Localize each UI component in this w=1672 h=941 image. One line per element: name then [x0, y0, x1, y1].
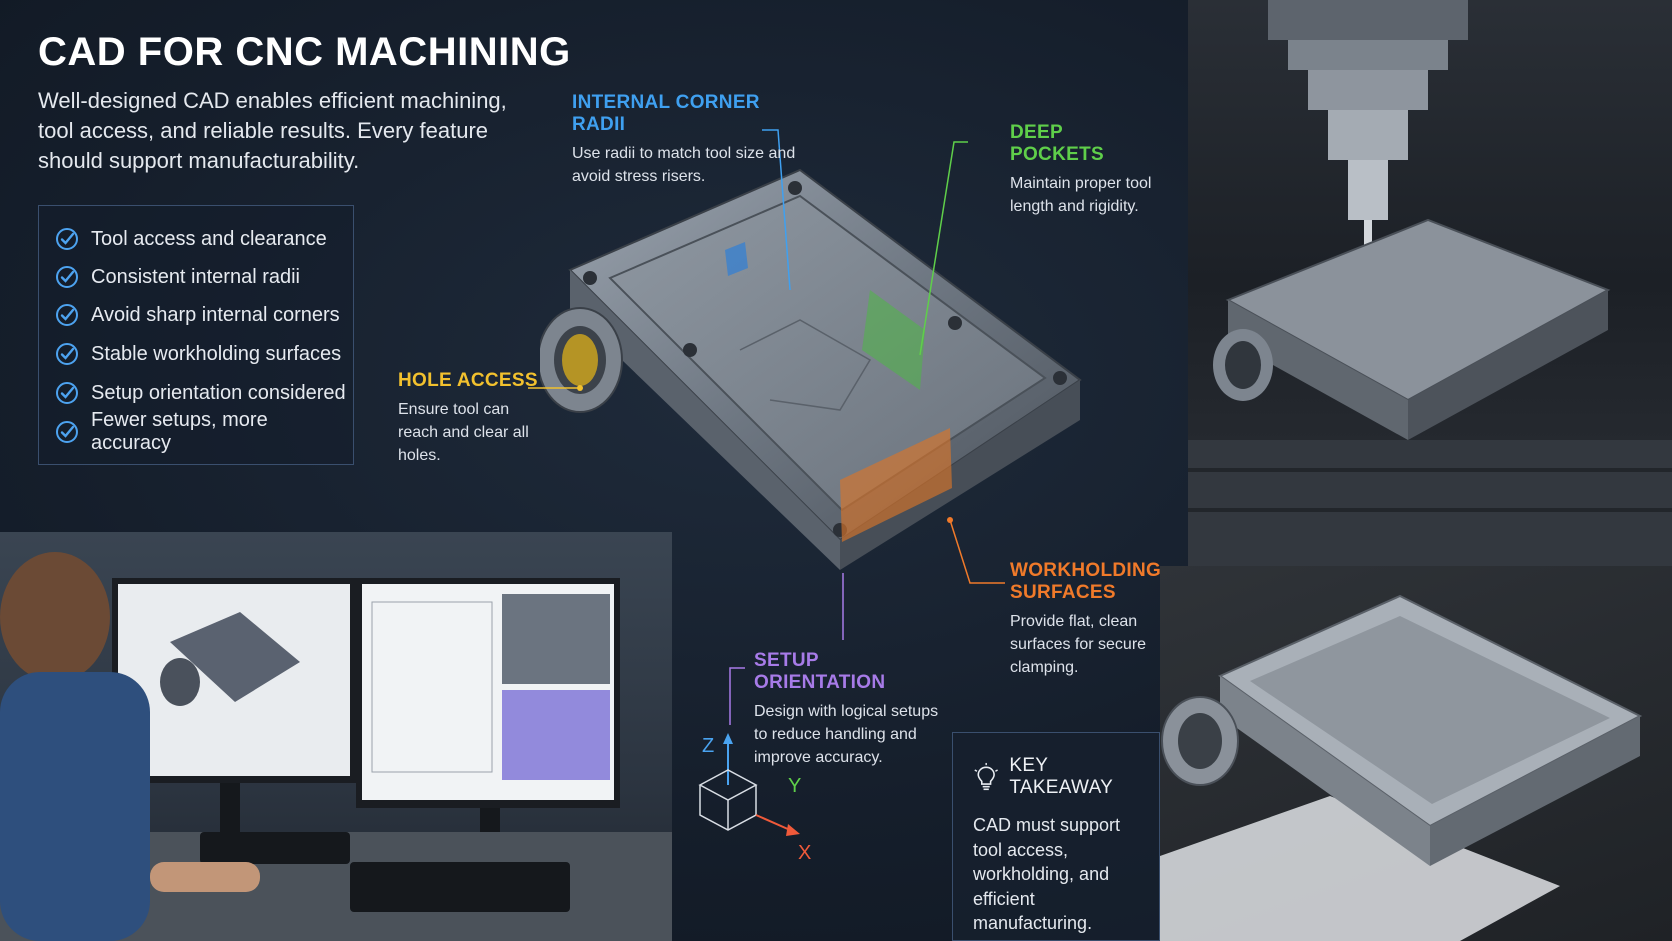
callout-deep-pockets: DEEP POCKETS Maintain proper tool length… — [1010, 122, 1160, 218]
check-circle-icon — [56, 304, 78, 326]
callout-hole-access: HOLE ACCESS Ensure tool can reach and cl… — [398, 370, 548, 467]
engineer-workstation-photo — [0, 532, 672, 941]
checklist-item: Avoid sharp internal corners — [55, 300, 340, 330]
checklist-item: Tool access and clearance — [55, 224, 327, 254]
callout-text: Design with logical setups to reduce han… — [754, 703, 939, 766]
callout-title: WORKHOLDING SURFACES — [1010, 560, 1162, 603]
checklist-item: Consistent internal radii — [55, 262, 300, 292]
callout-text: Provide flat, clean surfaces for secure … — [1010, 613, 1147, 676]
finished-part-illustration — [1160, 594, 1643, 941]
axis-triad-icon — [698, 733, 800, 836]
checklist-item-label: Setup orientation considered — [91, 381, 346, 404]
cad-part-illustration — [540, 168, 1082, 570]
axis-x-label: X — [798, 842, 812, 864]
check-circle-icon — [56, 343, 78, 365]
checklist-item-label: Stable workholding surfaces — [91, 342, 342, 365]
callout-title: DEEP POCKETS — [1010, 122, 1104, 165]
cnc-spindle-illustration — [1188, 0, 1672, 566]
callout-internal-radii: INTERNAL CORNER RADII Use radii to match… — [572, 92, 812, 188]
page-title: CAD FOR CNC MACHINING — [38, 30, 571, 74]
finished-part-photo — [1160, 566, 1672, 941]
check-circle-icon — [56, 266, 78, 288]
callout-title: HOLE ACCESS — [398, 370, 538, 391]
checklist-item-label: Avoid sharp internal corners — [91, 303, 340, 326]
axis-z-label: Z — [702, 735, 715, 757]
checklist-panel: Tool access and clearance Consistent int… — [38, 205, 354, 465]
check-circle-icon — [55, 421, 78, 443]
checklist-item: Setup orientation considered — [55, 378, 346, 408]
takeaway-text: CAD must support tool access, workholdin… — [973, 815, 1121, 933]
checklist-item: Stable workholding surfaces — [55, 339, 341, 369]
callout-setup-orientation: SETUP ORIENTATION Design with logical se… — [754, 650, 944, 769]
key-takeaway-panel: KEY TAKEAWAY CAD must support tool acces… — [952, 732, 1160, 941]
callout-text: Ensure tool can reach and clear all hole… — [398, 401, 529, 464]
checklist-item: Fewer setups, more accuracy — [55, 409, 353, 454]
checklist-item-label: Fewer setups, more accuracy — [90, 409, 268, 454]
check-circle-icon — [56, 382, 78, 404]
checklist-item-label: Tool access and clearance — [91, 227, 327, 250]
axis-y-label: Y — [788, 775, 802, 797]
page-subtitle: Well-designed CAD enables efficient mach… — [38, 88, 507, 173]
workstation-illustration — [0, 552, 672, 941]
callout-text: Use radii to match tool size and avoid s… — [572, 145, 796, 185]
checklist-item-label: Consistent internal radii — [91, 265, 300, 288]
callout-title: SETUP ORIENTATION — [754, 650, 886, 693]
cnc-machine-photo — [1188, 0, 1672, 566]
takeaway-title: KEY TAKEAWAY — [1009, 755, 1114, 798]
callout-text: Maintain proper tool length and rigidity… — [1010, 175, 1152, 215]
callout-workholding: WORKHOLDING SURFACES Provide flat, clean… — [1010, 560, 1162, 679]
callout-title: INTERNAL CORNER RADII — [572, 92, 760, 135]
check-circle-icon — [56, 228, 78, 250]
lightbulb-icon — [974, 762, 998, 791]
